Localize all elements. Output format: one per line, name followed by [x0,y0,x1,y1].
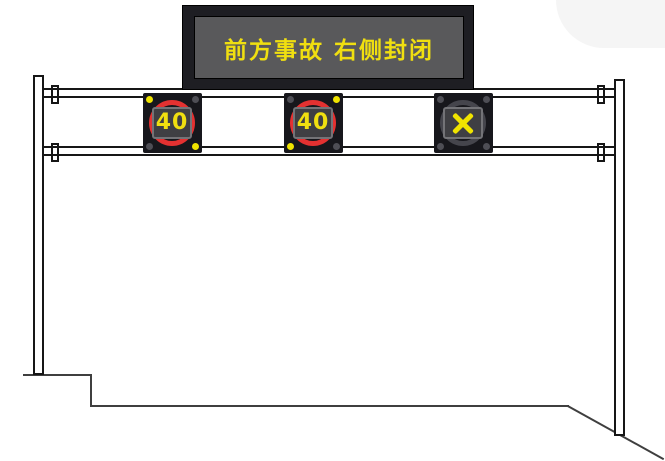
lane-signal-speed-limit-1: 40 [143,93,202,153]
indicator-dot-off [437,96,444,103]
speed-limit-ring-icon [290,100,336,146]
ground-step-top-line [23,374,92,376]
road-surface-line [90,405,569,407]
signal-screen: 40 [293,107,333,139]
indicator-dot-on [192,143,199,150]
vms-message-text: 前方事故 右侧封闭 [223,37,434,64]
inactive-ring-icon [440,100,486,146]
indicator-dot-on [333,96,340,103]
beam-clamp-top-right [597,85,605,104]
beam-clamp-bottom-left [51,143,59,162]
signal-screen: 40 [152,107,192,139]
indicator-dot-off [192,96,199,103]
indicator-dot-on [287,143,294,150]
indicator-dot-off [287,96,294,103]
indicator-dot-off [483,143,490,150]
indicator-dot-off [483,96,490,103]
indicator-dot-off [437,143,444,150]
speed-limit-ring-icon [149,100,195,146]
variable-message-sign: 前方事故 右侧封闭 [182,5,474,90]
beam-clamp-bottom-right [597,143,605,162]
vms-display-panel: 前方事故 右侧封闭 [194,16,464,79]
indicator-dot-off [146,143,153,150]
lane-signal-closed [434,93,493,153]
lower-beam-bottom-line [44,154,615,156]
lane-signal-speed-limit-2: 40 [284,93,343,153]
speed-limit-value: 40 [155,110,189,135]
signal-screen [443,107,483,139]
left-pole [33,75,44,375]
indicator-dot-on [146,96,153,103]
right-pole [614,79,625,436]
ground-step-drop-line [90,374,92,407]
beam-clamp-top-left [51,85,59,104]
corner-shade-artifact [556,0,665,48]
speed-limit-value: 40 [296,110,330,135]
indicator-dot-off [333,143,340,150]
